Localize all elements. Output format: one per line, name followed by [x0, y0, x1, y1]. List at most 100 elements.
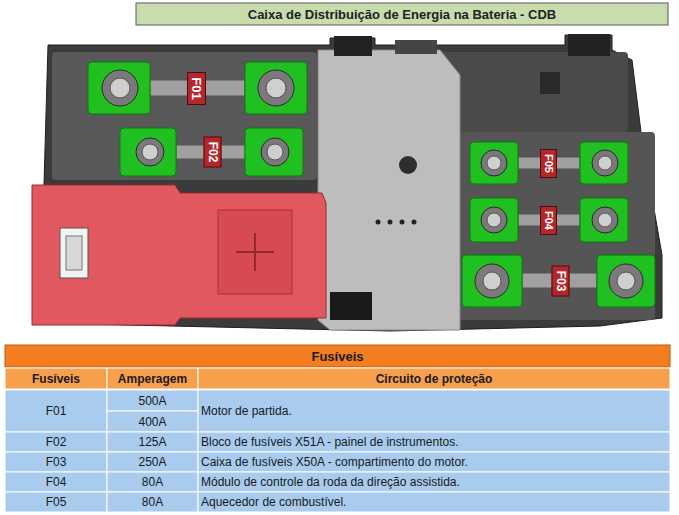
bolt: [475, 264, 509, 298]
table-cell: [198, 390, 670, 432]
terminal-pad: [120, 128, 176, 176]
fuse-label: F02: [206, 142, 218, 163]
bolt: [258, 70, 294, 106]
dot: [400, 220, 405, 225]
bolt: [261, 138, 289, 166]
table-cell-text: F02: [5, 432, 107, 452]
bolt: [592, 207, 618, 233]
bolt: [266, 78, 286, 98]
clip: [330, 292, 372, 320]
terminal-pad: [462, 255, 522, 307]
bolt: [136, 138, 164, 166]
bolt: [267, 144, 283, 160]
table-cell-text: Circuito de proteção: [198, 368, 670, 389]
table-cell: [5, 492, 107, 512]
bolt: [487, 213, 501, 227]
fuse-label: F01: [190, 77, 203, 99]
mounting-hole: [399, 156, 417, 174]
fuse: F05: [540, 149, 557, 178]
bolt: [598, 213, 612, 227]
fuse: F02: [203, 137, 221, 168]
table-cell: [5, 472, 107, 492]
table-cell: [107, 472, 198, 492]
terminal-pad: [470, 198, 518, 242]
table-cell: [198, 492, 670, 512]
fuse-label: F05: [543, 154, 554, 173]
terminal-pad: [597, 255, 655, 307]
table-cell-text: 80A: [107, 492, 198, 512]
terminal-pad: [245, 62, 307, 114]
table-cell-text: Aquecedor de combustível.: [198, 492, 670, 512]
table-cell: [107, 368, 198, 389]
bolt: [481, 207, 507, 233]
table-cell-text: Módulo de controle da roda da direção as…: [198, 472, 670, 492]
table-cell-text: Bloco de fusíveis X51A - painel de instr…: [198, 432, 670, 452]
bolt: [617, 272, 635, 290]
fuse-label: F03: [554, 271, 566, 292]
table-cell: [107, 411, 198, 432]
dot: [376, 220, 381, 225]
plus-terminal: [218, 210, 292, 294]
table-cell: [5, 368, 107, 389]
terminal-pad: [580, 142, 628, 184]
table-cell-text: Caixa de fusíveis X50A - compartimento d…: [198, 452, 670, 472]
title-text: Caixa de Distribuição de Energia na Bate…: [136, 3, 668, 25]
bolt: [609, 264, 643, 298]
table-cell-text: F03: [5, 452, 107, 472]
table-cell: [5, 432, 107, 452]
table-cell-text: 80A: [107, 472, 198, 492]
bolt: [110, 78, 130, 98]
bolt: [592, 150, 618, 176]
table-cell-text: Fusíveis: [5, 368, 107, 389]
table-cell-text: Motor de partida.: [198, 390, 670, 432]
terminal-pad: [470, 142, 518, 184]
table-cell-text: 250A: [107, 452, 198, 472]
table-cell: [198, 452, 670, 472]
terminal-pad: [580, 198, 628, 242]
bolt: [102, 70, 138, 106]
terminal-pad: [88, 62, 150, 114]
housing-panel: [52, 52, 317, 180]
table-cell: [107, 452, 198, 472]
battery-cover: [32, 185, 326, 325]
table-cell-text: F05: [5, 492, 107, 512]
terminal-pad: [245, 128, 303, 176]
bolt: [142, 144, 158, 160]
housing-panel: [455, 132, 655, 320]
bolt: [483, 272, 501, 290]
table-cell: [107, 432, 198, 452]
table-title: Fusíveis: [5, 345, 670, 367]
connector-tab: [395, 40, 437, 54]
connector-tab: [540, 72, 560, 94]
bolt: [481, 150, 507, 176]
housing-panel: [440, 52, 628, 132]
table-cell-text: 125A: [107, 432, 198, 452]
cover-slot: [60, 228, 88, 278]
fuse-label: F04: [543, 211, 554, 230]
table-cell: [5, 390, 107, 432]
table-cell-text: Amperagem: [107, 368, 198, 389]
table-cell: [198, 472, 670, 492]
fuse: F04: [540, 206, 557, 235]
plus-symbol: [236, 233, 274, 271]
table-cell-text: 400A: [107, 411, 198, 432]
dot: [388, 220, 393, 225]
cover-slot: [66, 236, 82, 270]
fuse: F01: [187, 72, 206, 105]
table-cell-text: F01: [5, 390, 107, 432]
table-cell: [198, 432, 670, 452]
table-cell: [5, 452, 107, 472]
fuse: F03: [551, 266, 569, 297]
bolt: [487, 156, 501, 170]
table-cell: [107, 492, 198, 512]
connector-tab: [568, 34, 610, 56]
title-band: [136, 3, 668, 25]
table-cell-text: F04: [5, 472, 107, 492]
dot: [412, 220, 417, 225]
table-cell: [107, 390, 198, 411]
table-cell-text: 500A: [107, 390, 198, 411]
table-header: [5, 345, 670, 367]
table-cell: [198, 368, 670, 389]
center-plate: [318, 50, 460, 330]
